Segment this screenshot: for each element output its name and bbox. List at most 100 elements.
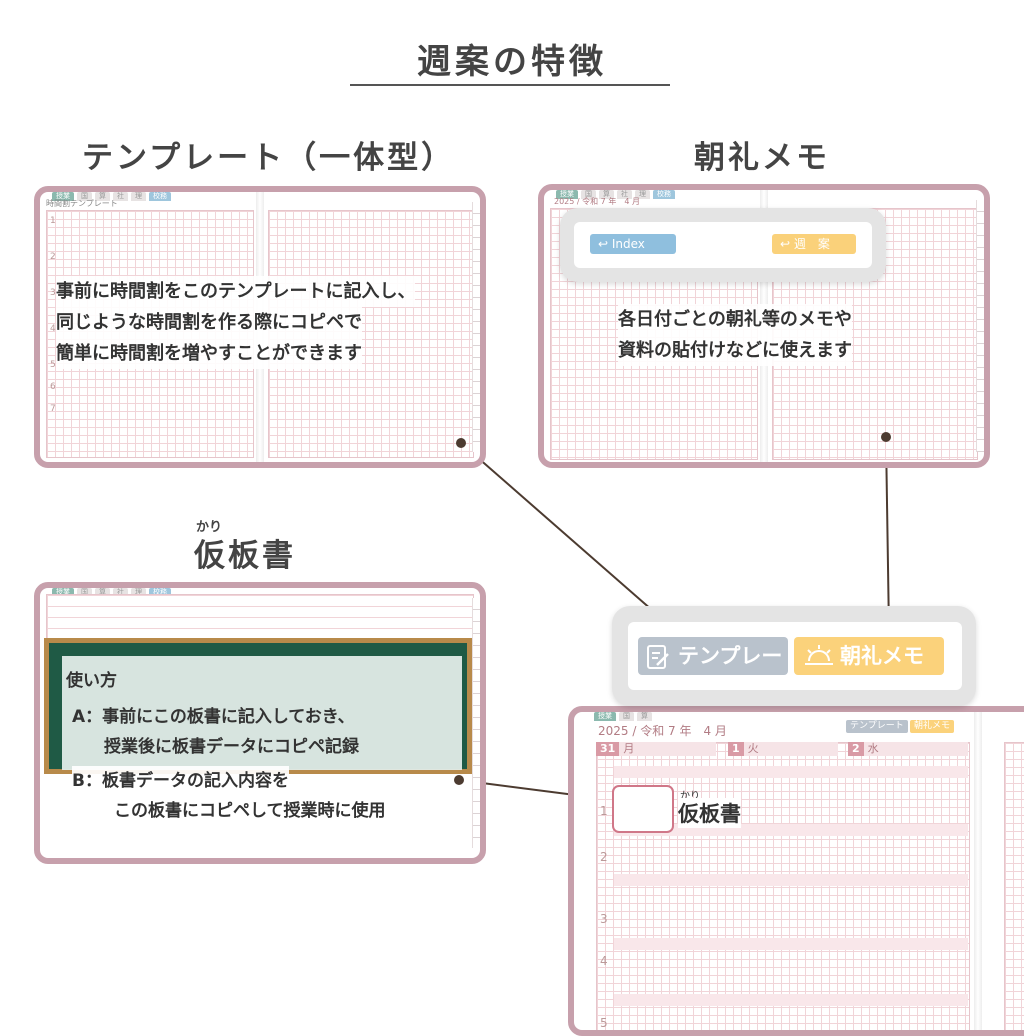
- button-popup: テンプレート 朝礼メモ: [612, 606, 976, 706]
- small-morning-memo-button[interactable]: 朝礼メモ: [910, 720, 955, 733]
- side-index-tabs[interactable]: [976, 200, 984, 452]
- tab-school-affairs[interactable]: 校務: [149, 588, 171, 597]
- tab-lesson[interactable]: 授業: [594, 712, 616, 721]
- tab-science[interactable]: 理: [131, 192, 146, 201]
- day-label: 水: [867, 742, 879, 755]
- lesson-band: [614, 994, 968, 1006]
- row-number: 3: [50, 288, 56, 298]
- title-underline: [350, 84, 670, 86]
- day-label: 月: [623, 742, 635, 755]
- period-number: 5: [600, 1016, 608, 1030]
- usage-line-a2: 授業後に板書データにコピペ記録: [104, 737, 359, 757]
- usage-line-a1: A：事前にこの板書に記入しておき、: [72, 707, 355, 727]
- page-spine: [974, 712, 982, 1030]
- weekly-plan-button[interactable]: ↩ 週 案: [772, 234, 856, 254]
- period-number: 2: [600, 850, 608, 864]
- weekly-plan-button-label: 週 案: [793, 237, 830, 251]
- tab-japanese[interactable]: 国: [581, 190, 596, 199]
- template-connector-dot: [456, 438, 466, 448]
- tab-school-affairs[interactable]: 校務: [149, 192, 171, 201]
- usage-line-b2: この板書にコピペして授業時に使用: [114, 796, 386, 821]
- board-section-title: 仮板書: [194, 538, 296, 574]
- template-link-label: テンプレート: [678, 644, 804, 668]
- planner-tabs: 授業 国 算 社 理 校務: [556, 190, 675, 200]
- tab-lesson[interactable]: 授業: [52, 588, 74, 597]
- template-description-line-2: 同じような時間割を作る際にコピペで: [56, 307, 362, 338]
- return-arrow-icon: ↩: [598, 237, 612, 251]
- template-description-line-3: 簡単に時間割を増やすことができます: [56, 338, 362, 369]
- tab-social[interactable]: 社: [617, 190, 632, 199]
- day-label: 火: [747, 742, 759, 755]
- row-number: 1: [50, 216, 56, 226]
- morning-memo-link-button[interactable]: 朝礼メモ: [794, 637, 944, 675]
- year-month-label: 2025 / 令和 7 年 4 月: [554, 197, 640, 206]
- next-page-grid: [1004, 742, 1024, 1030]
- edit-document-icon: [647, 645, 669, 669]
- row-number: 7: [50, 404, 56, 414]
- morning-description-line-1: 各日付ごとの朝礼等のメモや: [618, 304, 852, 335]
- year-month-label: 2025 / 令和 7 年 4 月: [598, 724, 727, 738]
- period-number: 1: [600, 804, 608, 818]
- tab-lesson[interactable]: 授業: [556, 190, 578, 199]
- tab-lesson[interactable]: 授業: [52, 192, 74, 201]
- navigation-popup: ↩ Index ↩ 週 案: [560, 208, 886, 282]
- temporary-board-link-cell[interactable]: [612, 785, 674, 833]
- period-number: 4: [600, 954, 608, 968]
- tab-japanese[interactable]: 国: [619, 712, 634, 721]
- return-arrow-icon: ↩: [780, 237, 794, 251]
- lesson-band: [614, 874, 968, 886]
- morning-memo-link-label: 朝礼メモ: [840, 644, 924, 668]
- usage-line-b1: B：板書データの記入内容を: [72, 766, 289, 791]
- index-button-label: Index: [611, 237, 645, 251]
- morning-description-line-2: 資料の貼付けなどに使えます: [618, 335, 852, 366]
- period-number: 3: [600, 912, 608, 926]
- index-button[interactable]: ↩ Index: [590, 234, 676, 254]
- tab-math[interactable]: 算: [599, 190, 614, 199]
- board-connector-dot: [454, 775, 464, 785]
- tab-social[interactable]: 社: [113, 588, 128, 597]
- annotation-label: 仮板書: [678, 798, 741, 828]
- tab-science[interactable]: 理: [131, 588, 146, 597]
- usage-title: 使い方: [66, 671, 117, 691]
- tab-japanese[interactable]: 国: [77, 192, 92, 201]
- tab-school-affairs[interactable]: 校務: [653, 190, 675, 199]
- tab-math[interactable]: 算: [95, 588, 110, 597]
- tab-math[interactable]: 算: [95, 192, 110, 201]
- day-number: 2: [848, 742, 864, 756]
- page-title: 週案の特徴: [417, 42, 607, 82]
- tab-social[interactable]: 社: [113, 192, 128, 201]
- side-index-tabs[interactable]: [472, 202, 480, 452]
- annotation-ruby: かり: [680, 791, 700, 802]
- lesson-band: [614, 766, 968, 778]
- day-number: 1: [728, 742, 744, 756]
- planner-tabs: 授業 国 算 社 理 校務: [52, 192, 171, 202]
- tab-japanese[interactable]: 国: [77, 588, 92, 597]
- row-number: 5: [50, 360, 56, 370]
- template-description-line-1: 事前に時間割をこのテンプレートに記入し、: [56, 276, 416, 307]
- row-number: 6: [50, 382, 56, 392]
- planner-tabs: 授業 国 算: [594, 712, 652, 722]
- usage-panel: [62, 656, 462, 770]
- template-section-title: テンプレート（一体型）: [82, 140, 456, 176]
- morning-connector-dot: [881, 432, 891, 442]
- side-index-tabs[interactable]: [472, 598, 480, 848]
- sunrise-icon: [805, 645, 833, 665]
- lesson-band: [614, 938, 968, 950]
- tab-science[interactable]: 理: [635, 190, 650, 199]
- board-title-ruby: かり: [196, 520, 223, 535]
- row-number: 4: [50, 324, 56, 334]
- popup-inner: テンプレート 朝礼メモ: [628, 622, 962, 690]
- tab-math[interactable]: 算: [637, 712, 652, 721]
- day-number: 31: [596, 742, 620, 756]
- popup-inner: ↩ Index ↩ 週 案: [574, 222, 872, 268]
- row-number: 2: [50, 252, 56, 262]
- lesson-info-rows: [46, 594, 474, 640]
- page-label: 時間割テンプレート: [46, 199, 118, 208]
- small-template-button[interactable]: テンプレート: [846, 720, 908, 733]
- planner-tabs: 授業 国 算 社 理 校務: [52, 588, 171, 598]
- morning-section-title: 朝礼メモ: [694, 140, 830, 176]
